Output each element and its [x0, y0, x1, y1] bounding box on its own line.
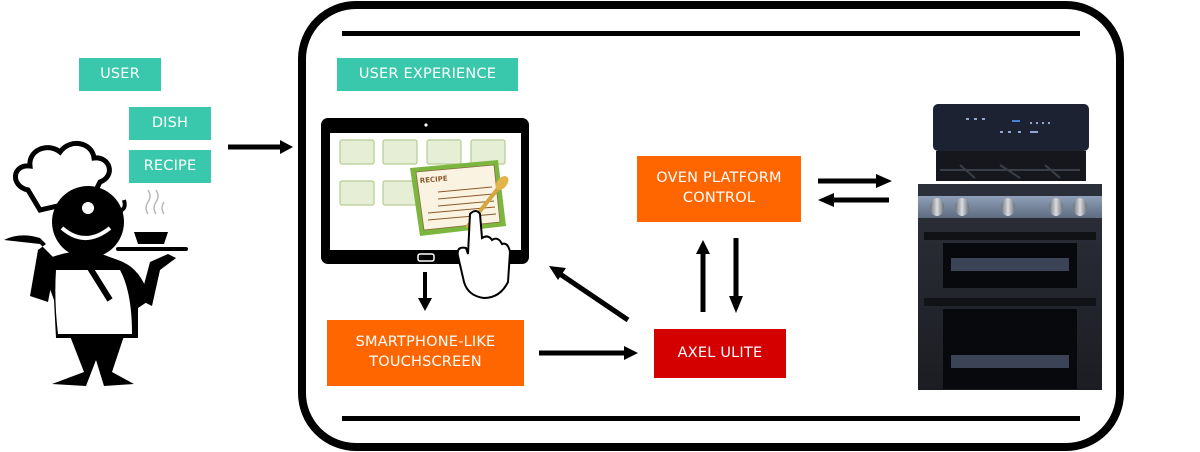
oven-platform-control-box: OVEN PLATFORM CONTROL — [637, 156, 801, 222]
bottom-divider-line — [342, 416, 1080, 421]
smartphone-label-line2: TOUCHSCREEN — [369, 354, 482, 370]
oven-upper-handle — [924, 232, 1096, 240]
oven-control-line1: OVEN PLATFORM — [656, 170, 782, 187]
gas-range-oven-icon — [918, 104, 1102, 390]
axel-ulite-box: AXEL ULITE — [654, 329, 786, 378]
oven-backguard — [933, 104, 1089, 151]
tablet-home-button — [417, 253, 435, 262]
chef-head — [52, 186, 124, 258]
chef-left-arm — [4, 235, 56, 302]
serving-cup — [134, 232, 168, 244]
recipe-label: RECIPE — [129, 150, 211, 183]
oven-control-line2: CONTROL — [682, 190, 756, 206]
dish-label: DISH — [129, 107, 211, 140]
chef-serving-dish-icon — [4, 141, 188, 386]
arrow-touchscreen-to-axel — [539, 346, 638, 360]
oven-cooktop — [936, 151, 1086, 181]
oven-burner-grates — [940, 164, 1080, 179]
top-divider-line — [342, 31, 1080, 36]
chef-eye — [82, 202, 94, 214]
touching-hand — [456, 210, 512, 300]
recipe-card-title: RECIPE — [419, 175, 448, 185]
recipe-card: RECIPE — [410, 160, 509, 236]
oven-lower-door — [943, 309, 1077, 389]
arrow-axel-to-oven-control — [696, 240, 710, 312]
oven-top-edge — [918, 184, 1102, 196]
serving-tray — [116, 247, 188, 251]
user-experience-label: USER EXPERIENCE — [337, 58, 518, 91]
tablet-recipe-touch-icon: RECIPE — [321, 118, 529, 300]
tablet-camera — [424, 123, 428, 127]
arrow-oven-to-oven-control — [818, 193, 889, 207]
oven-lower-handle — [924, 298, 1096, 306]
steam — [145, 189, 165, 215]
chef-right-arm — [140, 254, 176, 306]
chef-mustache — [109, 199, 127, 213]
arrow-tablet-to-touchscreen — [418, 272, 432, 311]
smartphone-touchscreen-box: SMARTPHONE-LIKE TOUCHSCREEN — [327, 320, 524, 386]
oven-lower-window — [951, 355, 1069, 368]
chef-smile — [60, 226, 112, 240]
arrow-user-to-system — [228, 140, 293, 154]
arrow-axel-to-tablet — [549, 266, 630, 323]
recipe-card-thumbnails — [339, 139, 506, 206]
arrow-oven-control-to-axel — [729, 238, 743, 313]
oven-upper-window — [951, 258, 1069, 271]
arrow-oven-control-to-oven — [818, 174, 892, 188]
user-label: USER — [79, 58, 161, 91]
system-frame — [298, 1, 1124, 451]
chef-legs — [52, 336, 134, 386]
smartphone-label-line1: SMARTPHONE-LIKE — [355, 334, 496, 351]
chef-apron — [55, 270, 133, 334]
oven-knobs — [930, 198, 1087, 216]
